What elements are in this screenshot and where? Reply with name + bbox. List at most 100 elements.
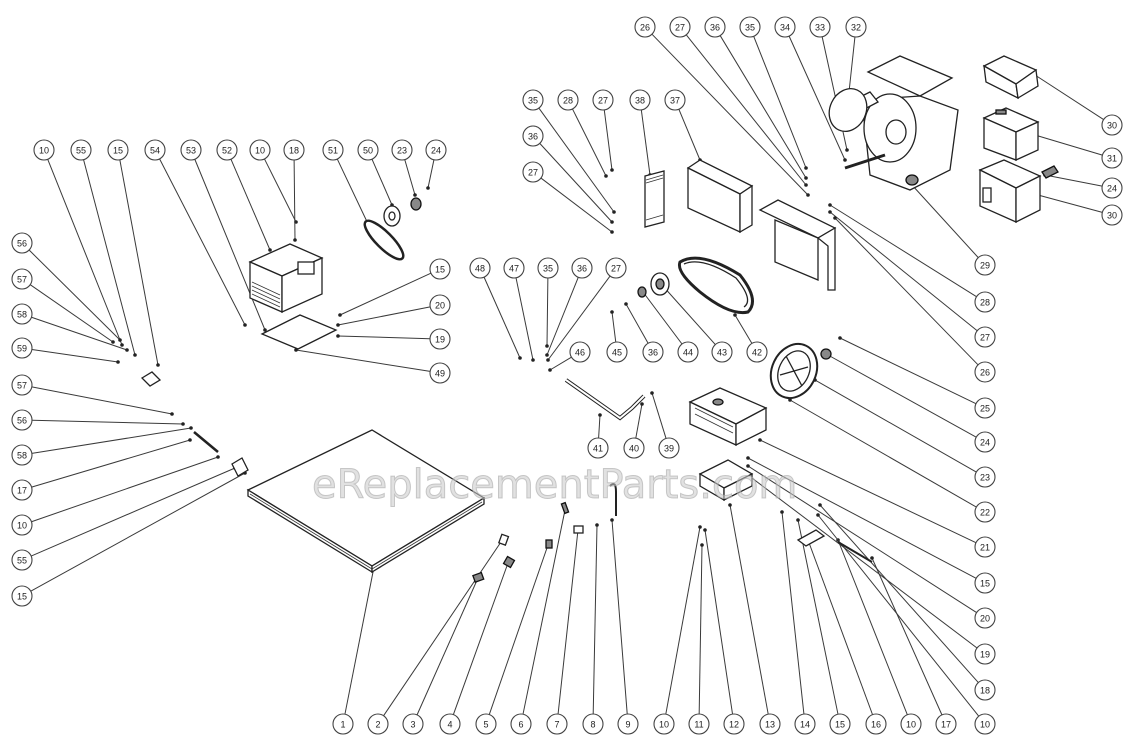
callout-c-r-24b[interactable]: 24 (974, 431, 996, 453)
callout-c-m2-36[interactable]: 36 (571, 257, 593, 279)
callout-c-top-52[interactable]: 52 (216, 139, 238, 161)
callout-c-r-30a[interactable]: 30 (1101, 114, 1123, 136)
engine[interactable] (822, 55, 959, 191)
callout-c-t3-26[interactable]: 26 (634, 16, 656, 38)
callout-c-b-10b[interactable]: 10 (900, 713, 922, 735)
fasteners-bottom[interactable] (472, 501, 584, 584)
panel-38[interactable] (644, 170, 665, 228)
callout-c-r-26[interactable]: 26 (974, 361, 996, 383)
battery-box[interactable] (978, 159, 1059, 224)
callout-c-b-6[interactable]: 6 (510, 713, 532, 735)
callout-c-b-9[interactable]: 9 (617, 713, 639, 735)
callout-c-m2-27[interactable]: 27 (605, 257, 627, 279)
callout-c-r-28[interactable]: 28 (974, 291, 996, 313)
callout-c-r-29[interactable]: 29 (974, 254, 996, 276)
callout-c-m3-41[interactable]: 41 (587, 437, 609, 459)
guard-37[interactable] (686, 159, 754, 234)
pulley-43[interactable] (650, 272, 670, 296)
callout-c-b-3[interactable]: 3 (402, 713, 424, 735)
callout-c-top-54[interactable]: 54 (144, 139, 166, 161)
callout-c-b-4[interactable]: 4 (439, 713, 461, 735)
callout-c-b-13[interactable]: 13 (759, 713, 781, 735)
callout-c-t2-38[interactable]: 38 (629, 89, 651, 111)
drive-belt-42[interactable] (677, 256, 754, 315)
callout-c-top-53[interactable]: 53 (180, 139, 202, 161)
callout-c-t2-36[interactable]: 36 (522, 125, 544, 147)
callout-c-t2-35[interactable]: 35 (522, 89, 544, 111)
motor-assembly-left[interactable] (248, 243, 338, 350)
callout-c-r-15[interactable]: 15 (974, 572, 996, 594)
callout-c-b-11[interactable]: 11 (688, 713, 710, 735)
callout-c-top-24a[interactable]: 24 (425, 139, 447, 161)
callout-c-m2-44[interactable]: 44 (677, 341, 699, 363)
callout-c-top-18a[interactable]: 18 (283, 139, 305, 161)
callout-c-r-24a[interactable]: 24 (1101, 177, 1123, 199)
callout-c-mid-15[interactable]: 15 (429, 258, 451, 280)
base-plate[interactable] (246, 429, 486, 574)
callout-c-b-7[interactable]: 7 (546, 713, 568, 735)
drive-belt-left[interactable] (360, 216, 408, 264)
callout-c-top-51[interactable]: 51 (322, 139, 344, 161)
callout-c-t3-35[interactable]: 35 (739, 16, 761, 38)
callout-c-r-22[interactable]: 22 (974, 501, 996, 523)
battery-cover[interactable] (982, 55, 1039, 100)
callout-c-b-12[interactable]: 12 (723, 713, 745, 735)
guard-26[interactable] (758, 199, 837, 291)
callout-c-t3-36[interactable]: 36 (704, 16, 726, 38)
callout-c-b-10c[interactable]: 10 (974, 713, 996, 735)
callout-c-left-58a[interactable]: 58 (11, 303, 33, 325)
callout-c-top-10a[interactable]: 10 (33, 139, 55, 161)
callout-c-mid-20[interactable]: 20 (429, 294, 451, 316)
pump[interactable] (688, 387, 768, 447)
callout-c-t2-27a[interactable]: 27 (592, 89, 614, 111)
callout-c-r-18[interactable]: 18 (974, 679, 996, 701)
callout-c-r-19[interactable]: 19 (974, 643, 996, 665)
battery[interactable] (982, 107, 1040, 162)
callout-c-m3-39[interactable]: 39 (658, 437, 680, 459)
callout-c-m2-45[interactable]: 45 (606, 341, 628, 363)
callout-c-b-15[interactable]: 15 (829, 713, 851, 735)
callout-c-r-30b[interactable]: 30 (1101, 204, 1123, 226)
callout-c-t2-28[interactable]: 28 (557, 89, 579, 111)
callout-c-mid-49[interactable]: 49 (429, 362, 451, 384)
callout-c-left-55[interactable]: 55 (11, 549, 33, 571)
callout-c-left-57b[interactable]: 57 (11, 374, 33, 396)
callout-c-m3-40[interactable]: 40 (623, 437, 645, 459)
callout-c-left-10[interactable]: 10 (11, 514, 33, 536)
callout-c-top-15a[interactable]: 15 (107, 139, 129, 161)
callout-c-top-55[interactable]: 55 (70, 139, 92, 161)
pulley-left[interactable] (383, 197, 422, 227)
callout-c-m2-43[interactable]: 43 (711, 341, 733, 363)
callout-c-t3-27[interactable]: 27 (669, 16, 691, 38)
pulley-wheel-large[interactable] (762, 336, 832, 405)
bracket-16[interactable] (796, 529, 873, 563)
callout-c-left-56b[interactable]: 56 (11, 409, 33, 431)
hose-41[interactable] (564, 378, 646, 421)
callout-c-m2-42[interactable]: 42 (746, 341, 768, 363)
callout-c-top-10b[interactable]: 10 (249, 139, 271, 161)
callout-c-m2-47[interactable]: 47 (503, 257, 525, 279)
callout-c-b-2[interactable]: 2 (367, 713, 389, 735)
bracket-left[interactable] (140, 371, 249, 477)
callout-c-m2-35[interactable]: 35 (537, 257, 559, 279)
callout-c-b-16[interactable]: 16 (865, 713, 887, 735)
callout-c-t2-37[interactable]: 37 (664, 89, 686, 111)
handle-bracket[interactable] (609, 483, 617, 516)
callout-c-t3-34[interactable]: 34 (774, 16, 796, 38)
callout-c-left-15[interactable]: 15 (11, 585, 33, 607)
unloader-block[interactable] (698, 459, 754, 502)
callout-c-b-14[interactable]: 14 (794, 713, 816, 735)
callout-c-b-8[interactable]: 8 (582, 713, 604, 735)
bushing-44[interactable] (637, 286, 647, 298)
callout-c-t2-27b[interactable]: 27 (522, 161, 544, 183)
callout-c-b-1[interactable]: 1 (332, 713, 354, 735)
callout-c-left-57a[interactable]: 57 (11, 268, 33, 290)
callout-c-mid-19[interactable]: 19 (429, 328, 451, 350)
callout-c-t3-33[interactable]: 33 (809, 16, 831, 38)
callout-c-left-56a[interactable]: 56 (11, 232, 33, 254)
callout-c-r-31[interactable]: 31 (1101, 147, 1123, 169)
callout-c-b-17[interactable]: 17 (935, 713, 957, 735)
callout-c-m2-48[interactable]: 48 (469, 257, 491, 279)
callout-c-t3-32[interactable]: 32 (845, 16, 867, 38)
callout-c-top-50[interactable]: 50 (357, 139, 379, 161)
